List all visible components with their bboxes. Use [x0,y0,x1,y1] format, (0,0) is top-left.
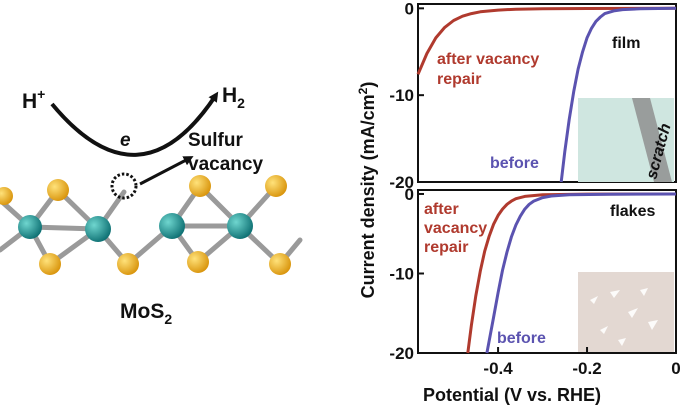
mos2-bonds [0,183,303,267]
mo-atom [159,213,185,239]
series-label-after-line2: vacancy [424,220,487,237]
x-axis-label: Potential (V vs. RHE) [423,385,601,405]
sulfur-atom [189,175,211,197]
panel-label-film: film [612,35,640,52]
series-label-after-line1: after vacancy [437,51,539,68]
material-label: MoS2 [120,300,172,327]
sulfur-atom [117,253,139,275]
inset-film: scratch [578,98,675,182]
sulfur-atoms [0,175,291,275]
inset-flakes [578,272,674,352]
y-tick-label: -10 [389,264,414,283]
series-label-after-line2: repair [437,71,481,88]
plot-frame [417,3,677,183]
series-label-before: before [497,330,546,347]
series-line-before [485,192,677,354]
sulfur-atom [265,175,287,197]
charts: Current density (mA/cm2) Potential (V vs… [356,0,681,405]
series-label-after-line1: after [424,201,459,218]
hydrogen-label: H2 [222,84,245,111]
y-tick-label: 0 [405,0,414,18]
electron-label: e [120,130,131,151]
sulfur-atom [269,253,291,275]
sulfur-atom [39,253,61,275]
panel-label-flakes: flakes [610,203,655,220]
series-line-after-repair [416,6,677,75]
series-label-after-line3: repair [424,239,468,256]
mo-atom [18,215,42,239]
y-tick-label: -10 [389,86,414,105]
vacancy-arrow [139,156,194,186]
mo-atom [227,213,253,239]
proton-label: H+ [22,86,45,113]
y-tick-label: 0 [405,185,414,204]
schematic: H+ H2 e Sulfur vacancy [0,84,303,327]
y-tick-label: -20 [389,173,414,192]
chart-panel-film: scratch film after vacancy repair before [416,3,677,183]
series-line-after-repair [466,192,677,354]
sulfur-atom [0,187,13,205]
x-tick-label: -0.4 [483,359,513,378]
mo-atoms [18,213,253,242]
mo-atom [85,216,111,242]
sulfur-atom [47,179,69,201]
y-tick-label: -20 [389,344,414,363]
sulfur-vacancy [110,172,138,200]
reaction-arrow [50,91,219,157]
x-tick-label: 0 [671,359,680,378]
sulfur-atom [187,251,209,273]
vacancy-label-line1: Sulfur [188,130,243,151]
series-line-before [559,6,677,183]
plot-frame [417,189,677,354]
y-axis-label: Current density (mA/cm2) [356,82,378,299]
chart-panel-flakes: flakes after vacancy repair before [417,189,677,354]
inset-flakes-image [578,272,674,352]
scratch-band [632,98,672,182]
vacancy-label-line2: vacancy [188,154,263,175]
series-label-before: before [490,155,539,172]
x-tick-label: -0.2 [572,359,601,378]
